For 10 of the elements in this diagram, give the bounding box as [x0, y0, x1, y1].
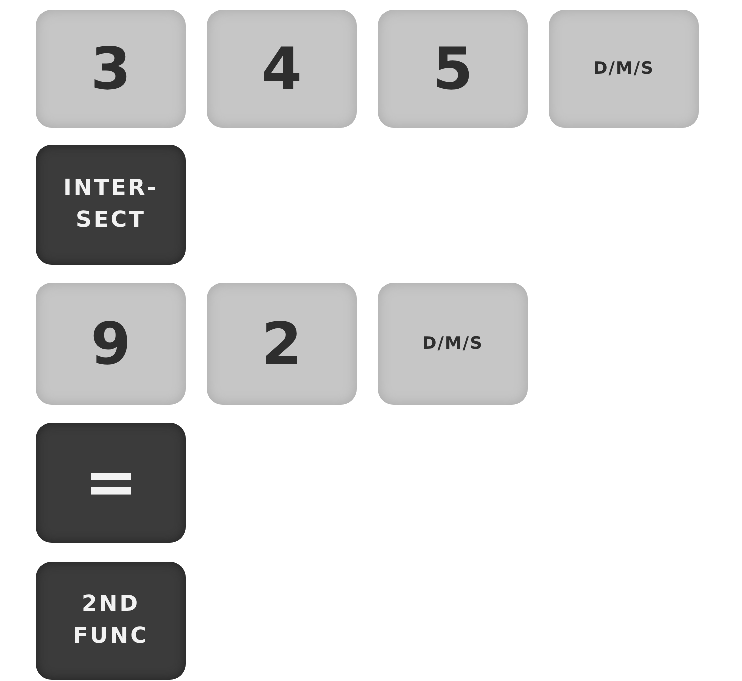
calculator-key: 5: [378, 10, 528, 128]
calculator-key: 2ND FUNC: [36, 562, 186, 680]
calculator-key: INTER- SECT: [36, 145, 186, 265]
calculator-key: 9: [36, 283, 186, 405]
calculator-key: 2: [207, 283, 357, 405]
calculator-key: 3: [36, 10, 186, 128]
calculator-key: D/M/S: [549, 10, 699, 128]
calculator-key: =: [36, 423, 186, 543]
calculator-key: D/M/S: [378, 283, 528, 405]
calculator-key: 4: [207, 10, 357, 128]
